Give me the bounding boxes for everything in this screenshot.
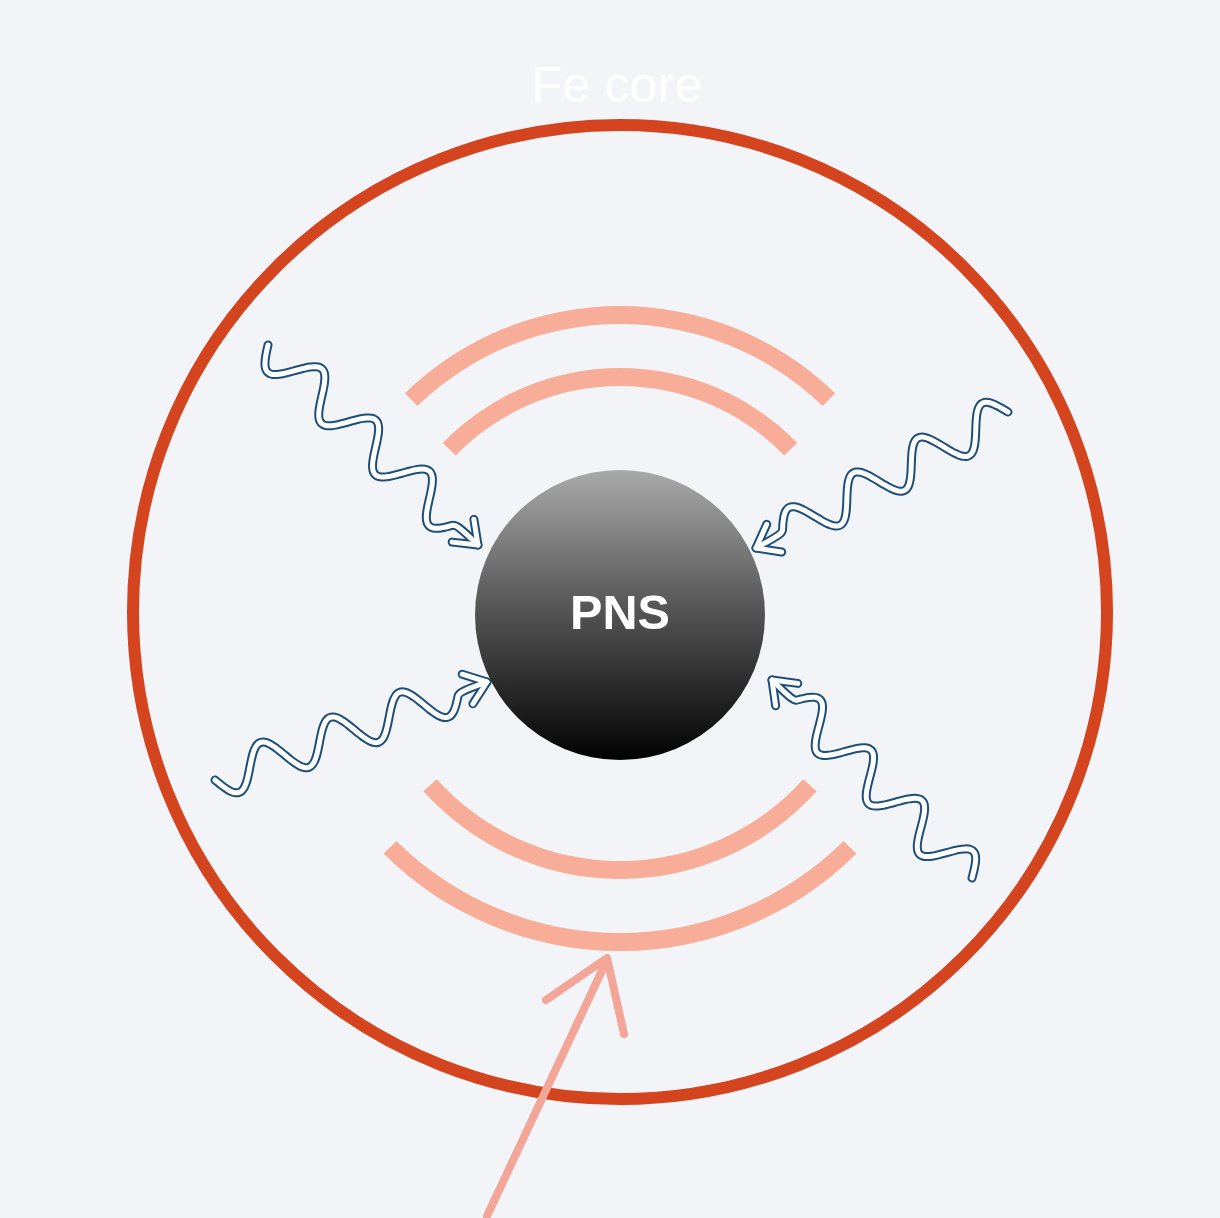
wave-line bbox=[265, 345, 478, 545]
wave-head bbox=[772, 680, 798, 706]
wave-line bbox=[215, 682, 487, 793]
core-label: Fe core bbox=[18, 55, 1216, 114]
pns-disc bbox=[475, 470, 765, 760]
pointer-arrow bbox=[487, 958, 624, 1216]
wave-line bbox=[756, 402, 1008, 548]
wave-head bbox=[462, 674, 487, 704]
pointer-head bbox=[546, 958, 624, 1034]
fe-core-disc bbox=[21, 18, 1213, 1210]
fe-core-circle: Fe corePNS bbox=[18, 15, 1216, 1213]
pns-sphere: PNS bbox=[475, 470, 765, 760]
node-label: PNS bbox=[475, 584, 765, 640]
wave-line bbox=[772, 680, 976, 878]
neutrino-arrow bbox=[265, 345, 478, 545]
wave-arc bbox=[423, 779, 816, 879]
pressure-waves bbox=[384, 306, 857, 951]
neutrino-arrow bbox=[215, 674, 487, 793]
wave-line bbox=[215, 682, 487, 793]
shock-ring bbox=[133, 125, 1107, 1099]
wave-line bbox=[756, 402, 1008, 548]
neutrino-arrow bbox=[756, 402, 1008, 552]
wave-line bbox=[772, 680, 976, 878]
neutrino-arrows bbox=[215, 345, 1008, 878]
wave-arc bbox=[405, 306, 835, 406]
neutrino-arrow bbox=[772, 680, 976, 878]
wave-line bbox=[265, 345, 478, 545]
wave-arc bbox=[384, 841, 857, 951]
wave-head bbox=[756, 524, 782, 552]
wave-arc bbox=[443, 368, 797, 455]
wave-head bbox=[452, 519, 478, 545]
